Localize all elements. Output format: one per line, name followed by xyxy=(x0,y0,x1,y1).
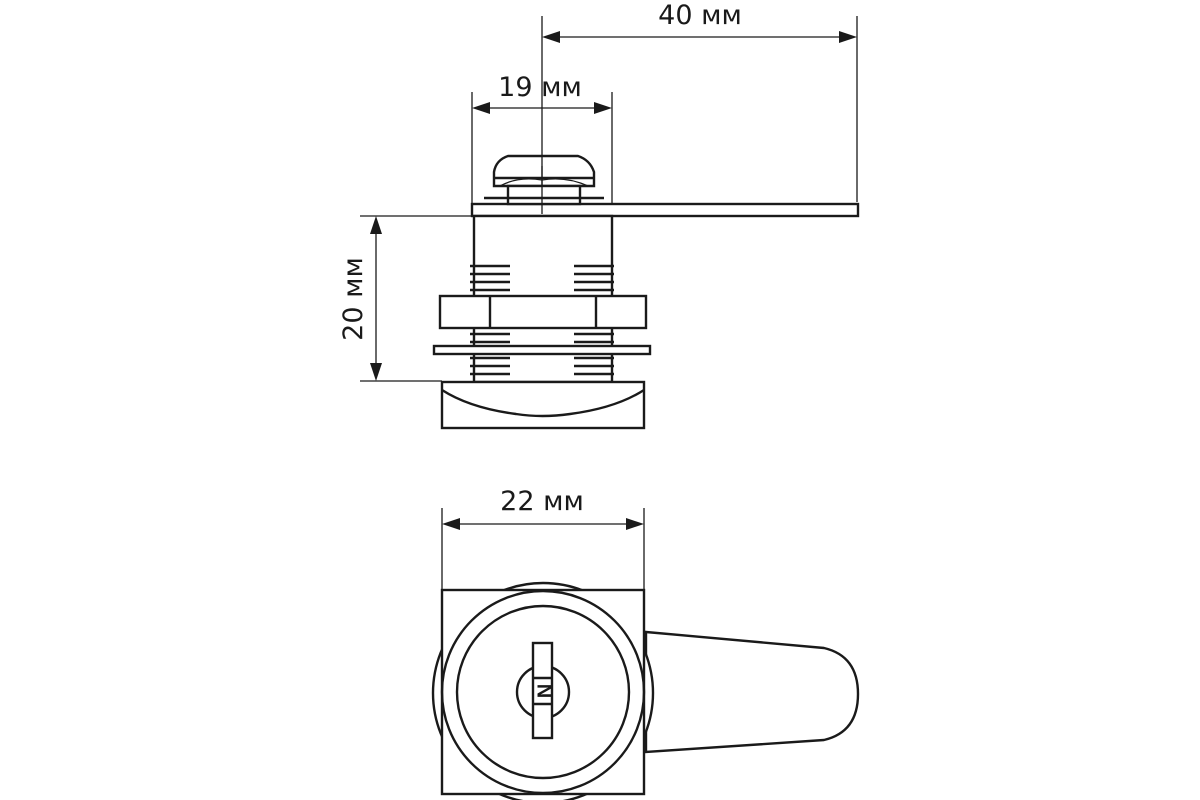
thread-right xyxy=(574,264,614,376)
hex-nut xyxy=(438,294,648,330)
thread-left xyxy=(470,264,510,376)
outer-ring xyxy=(440,589,646,795)
dimension-label-20: 20 мм xyxy=(338,257,369,341)
washer xyxy=(432,344,652,356)
lever-arm xyxy=(644,630,860,754)
dimension-label-40: 40 мм xyxy=(658,0,742,31)
key-marking: N xyxy=(533,684,555,698)
screw-nut xyxy=(484,154,604,206)
face-cap xyxy=(440,380,646,430)
cam-lever-plate xyxy=(470,202,860,218)
key-slot-icon xyxy=(531,641,554,740)
dimension-body-width: 19 мм xyxy=(471,72,613,204)
dimension-face-width: 22 мм xyxy=(441,486,645,590)
dimension-lever-length: 40 мм xyxy=(541,0,858,214)
dimension-thread-length: 20 мм xyxy=(338,215,472,382)
side-view xyxy=(432,154,860,430)
dimension-label-19: 19 мм xyxy=(498,72,582,103)
front-view: N xyxy=(431,581,860,800)
inner-ring xyxy=(455,604,631,780)
dimension-label-22: 22 мм xyxy=(500,486,584,517)
